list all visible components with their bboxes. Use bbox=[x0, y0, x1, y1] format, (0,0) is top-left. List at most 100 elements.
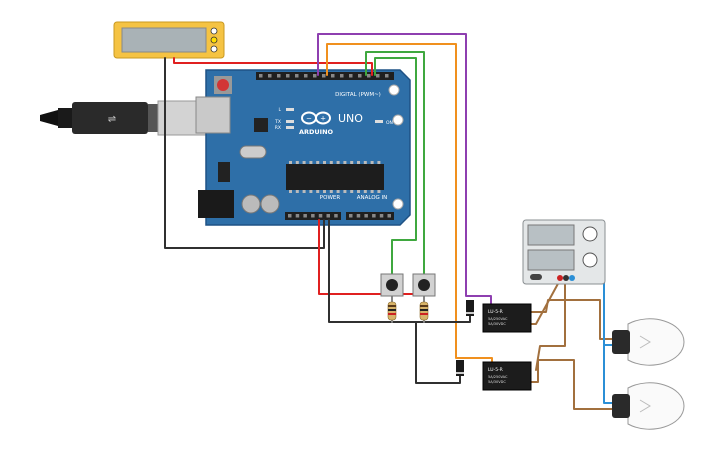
usb-cable[interactable]: ⇌ bbox=[40, 100, 211, 136]
push-button-2[interactable] bbox=[412, 273, 436, 297]
mounting-hole bbox=[388, 84, 400, 96]
button-cap[interactable] bbox=[418, 279, 430, 291]
chip-pin bbox=[357, 161, 360, 164]
wire-blue-lamp1[interactable] bbox=[570, 277, 613, 346]
analog-header-label: ANALOG IN bbox=[357, 195, 388, 201]
chip-pin bbox=[302, 190, 306, 193]
chip-pin bbox=[370, 161, 374, 164]
led-on-label: ON bbox=[386, 120, 393, 126]
chip-pin bbox=[329, 161, 333, 164]
wire-blue-lamp2[interactable] bbox=[603, 344, 613, 404]
header-pin bbox=[318, 214, 323, 218]
chip-pin bbox=[336, 161, 340, 164]
header-pin bbox=[334, 214, 338, 218]
led-rx bbox=[286, 126, 294, 129]
terminal-ground[interactable] bbox=[569, 275, 575, 281]
usb-cable-end bbox=[40, 110, 58, 126]
wire-green-button2[interactable] bbox=[365, 51, 425, 276]
chip-pin bbox=[343, 161, 347, 164]
voltage-knob[interactable] bbox=[582, 226, 598, 242]
bottom-header-pins bbox=[288, 214, 391, 218]
chip-pin bbox=[302, 161, 306, 164]
usb-plug-collar bbox=[148, 104, 158, 132]
header-pin bbox=[288, 214, 292, 218]
chip-pin bbox=[329, 190, 333, 193]
header-pin bbox=[349, 214, 353, 218]
bulb-base bbox=[612, 394, 630, 418]
wire-gnd-relay2[interactable] bbox=[415, 321, 461, 384]
wire-gnd-relay1[interactable] bbox=[328, 219, 471, 323]
lcd-pin bbox=[210, 36, 218, 44]
svg-text:+: + bbox=[320, 115, 326, 123]
header-pin bbox=[331, 74, 335, 78]
wire-lcd-gnd[interactable] bbox=[164, 57, 325, 249]
usb-port bbox=[195, 96, 231, 134]
wire-brown-2[interactable] bbox=[535, 279, 566, 371]
relay-2[interactable]: LU-5-R 5A/250VAC 5A/30VDC bbox=[482, 361, 532, 391]
lcd-display[interactable] bbox=[113, 21, 225, 59]
voltage-display bbox=[527, 224, 575, 246]
model-label: UNO bbox=[338, 112, 363, 125]
chip-pin bbox=[363, 161, 367, 164]
relay-model: LU-5-R bbox=[488, 309, 503, 315]
relay-rating-2: 5A/30VDC bbox=[488, 322, 506, 326]
arduino-logo: − + bbox=[301, 111, 331, 125]
led-rx-label: RX bbox=[275, 125, 281, 131]
led-on bbox=[375, 120, 383, 123]
wire-green-button1[interactable] bbox=[374, 57, 417, 276]
header-pin bbox=[364, 214, 368, 218]
header-pin bbox=[358, 74, 362, 78]
chip-pin bbox=[295, 190, 299, 193]
svg-text:−: − bbox=[306, 115, 312, 123]
mounting-hole bbox=[392, 198, 404, 210]
led-l-label: L bbox=[278, 107, 281, 113]
reset-button[interactable] bbox=[217, 79, 229, 91]
relay-1[interactable]: LU-5-R 5A/250VAC 5A/30VDC bbox=[482, 303, 532, 333]
chip-pin bbox=[357, 190, 360, 193]
header-pin bbox=[387, 214, 391, 218]
lcd-pin bbox=[210, 45, 218, 53]
wire-lcd-5v[interactable] bbox=[173, 57, 373, 76]
diode-1[interactable] bbox=[466, 300, 474, 316]
wire-brown-lamp2[interactable] bbox=[529, 359, 613, 410]
power-header-label: POWER bbox=[320, 195, 341, 201]
chip-pin bbox=[289, 190, 292, 193]
light-bulb-1[interactable] bbox=[612, 318, 685, 366]
chip-pin bbox=[363, 190, 367, 193]
lcd-screen bbox=[121, 27, 207, 53]
relay-body bbox=[482, 303, 532, 333]
usb-chip bbox=[254, 118, 268, 132]
resistor-2[interactable] bbox=[419, 301, 429, 321]
wire-brown-1[interactable] bbox=[529, 279, 561, 325]
lcd-pin bbox=[210, 27, 218, 35]
power-supply[interactable] bbox=[522, 219, 606, 285]
chip-pins bbox=[289, 161, 381, 193]
analog-header[interactable] bbox=[346, 212, 394, 220]
led-tx bbox=[286, 120, 294, 123]
header-pin bbox=[379, 214, 384, 218]
arduino-uno-board[interactable]: DIGITAL (PWM~) POWER ANALOG IN L TX RX O… bbox=[195, 69, 411, 226]
chip-pin bbox=[295, 161, 299, 164]
chip-pin bbox=[309, 161, 313, 164]
chip-pin bbox=[370, 190, 374, 193]
header-pin bbox=[277, 74, 281, 78]
header-pin bbox=[268, 74, 272, 78]
wire-orange-relay2[interactable] bbox=[326, 43, 493, 367]
diode-2[interactable] bbox=[456, 360, 464, 376]
chip-pin bbox=[336, 190, 340, 193]
bulb-filament bbox=[639, 399, 651, 413]
power-switch[interactable] bbox=[530, 274, 542, 280]
led-l bbox=[286, 108, 294, 111]
header-pin bbox=[322, 74, 326, 78]
resistor-1[interactable] bbox=[387, 301, 397, 321]
wire-brown-lamp1[interactable] bbox=[529, 299, 613, 340]
current-knob[interactable] bbox=[582, 252, 598, 268]
button-cap[interactable] bbox=[386, 279, 398, 291]
terminal-positive[interactable] bbox=[557, 275, 563, 281]
light-bulb-2[interactable] bbox=[612, 382, 685, 430]
push-button-1[interactable] bbox=[380, 273, 404, 297]
wire-purple-relay1[interactable] bbox=[317, 33, 492, 307]
regulator bbox=[218, 162, 230, 182]
terminal-negative[interactable] bbox=[563, 275, 569, 281]
